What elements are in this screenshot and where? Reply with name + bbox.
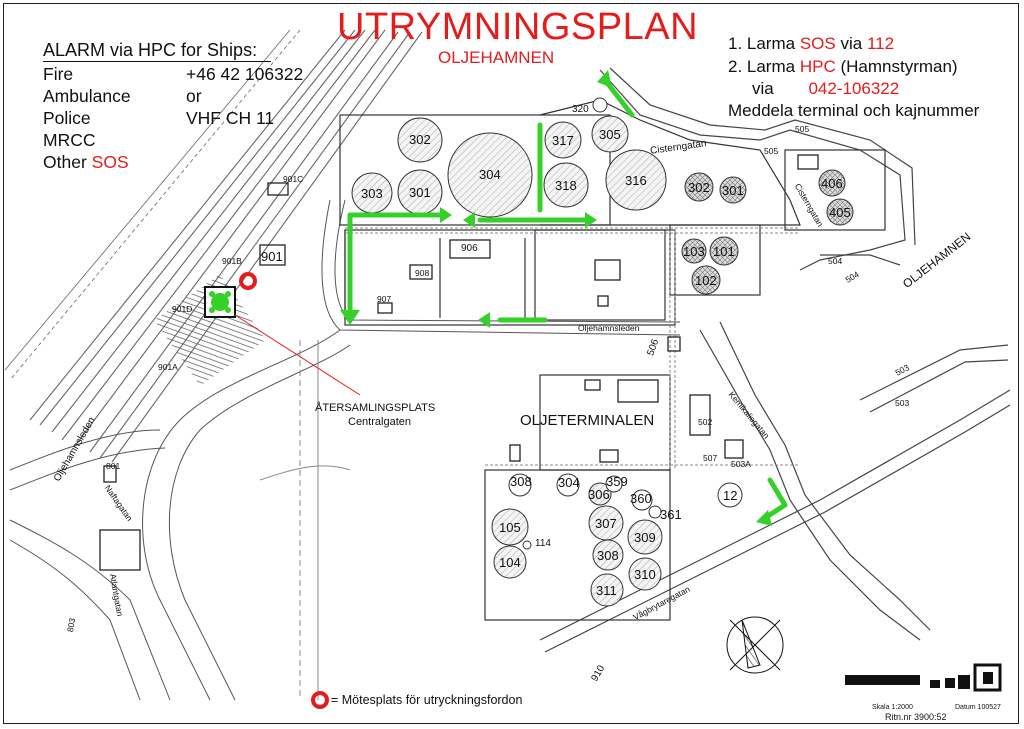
instruction-line-4: Meddela terminal och kajnummer	[728, 101, 980, 120]
alarm-label-police: Police	[43, 108, 91, 128]
tank-label: 309	[634, 530, 656, 545]
tank-label: 308	[597, 548, 619, 563]
tank-label: 318	[555, 178, 577, 193]
building-503a: 503A	[731, 459, 751, 469]
instr3-number: 042-106322	[808, 79, 900, 98]
instr1-via: via	[840, 34, 863, 53]
alarm-label-fire: Fire	[43, 64, 74, 84]
alarm-label-ambulance: Ambulance	[43, 86, 131, 106]
tank-label: 301	[722, 183, 744, 198]
tank-label: 101	[713, 244, 735, 259]
tanks	[351, 97, 854, 607]
escape-arrowheads	[340, 70, 772, 526]
building-901a: 901A	[158, 362, 178, 372]
north-arrow	[726, 616, 784, 674]
alarm-other-sos: SOS	[91, 152, 129, 172]
assembly-point-marker	[204, 286, 236, 318]
buildings	[99, 154, 819, 571]
tank-label: 302	[688, 180, 710, 195]
building-901: 901	[261, 249, 283, 264]
tank-label: 12	[723, 488, 738, 503]
building-901d: 901D	[172, 304, 193, 314]
assembly-pointer-line	[234, 314, 361, 396]
footer-date: Datum 100527	[955, 704, 1001, 711]
tank-label: 360	[630, 491, 652, 506]
tank-label: 320	[572, 104, 589, 115]
alarm-value-vhf: VHF CH 11	[186, 108, 275, 128]
instr1-number: 112	[866, 34, 895, 53]
instruction-line-3: via 042-106322	[752, 79, 899, 99]
building-504: 504	[828, 256, 843, 266]
tank-label: 305	[599, 127, 621, 142]
building-507: 507	[703, 453, 718, 463]
tank-label: 304	[479, 167, 501, 182]
instruction-line-2: 2. Larma HPC (Hamnstyrman)	[728, 57, 958, 77]
building-901c: 901C	[283, 174, 304, 184]
building-906: 906	[461, 243, 478, 254]
tank-label: 303	[361, 186, 383, 201]
instr2-prefix: 2. Larma	[728, 57, 796, 76]
page-title: UTRYMNINGSPLAN	[337, 6, 699, 48]
tank-label: 316	[625, 173, 647, 188]
instr1-sos: SOS	[799, 34, 836, 53]
pipe-racks	[345, 227, 800, 470]
building-505: 505	[795, 124, 810, 134]
area-901d-striped	[154, 274, 266, 386]
building-908: 908	[415, 268, 430, 278]
building-907: 907	[377, 294, 392, 304]
footer-scale: Skala 1:2000	[872, 704, 913, 711]
tank-label: 310	[634, 567, 656, 582]
building-505b: 505	[764, 146, 779, 156]
instr3-via: via	[752, 79, 774, 98]
instruction-line-1: 1. Larma SOS via 112	[728, 34, 894, 54]
alarm-underline	[43, 61, 271, 62]
building-801: 801	[106, 461, 121, 471]
tank-label: 306	[588, 487, 610, 502]
page-subtitle: OLJEHAMNEN	[438, 48, 555, 67]
tank-label: 301	[409, 185, 431, 200]
tank-label: 359	[606, 474, 628, 489]
tank-label: 307	[595, 516, 617, 531]
building-114: 114	[535, 538, 551, 549]
tank-label: 405	[829, 205, 851, 220]
alarm-value-or: or	[186, 86, 202, 106]
railway-tracks	[4, 29, 423, 463]
tank-label: 317	[552, 133, 574, 148]
legend-text: = Mötesplats för utryckningsfordon	[331, 693, 523, 707]
tank-label: 308	[510, 474, 532, 489]
assembly-point-street: Centralgaten	[348, 416, 411, 428]
assembly-point-title: ÅTERSAMLINGSPLATS	[315, 402, 436, 414]
building-502: 502	[698, 417, 713, 427]
area-label-oljeterminalen: OLJETERMINALEN	[520, 412, 655, 429]
tank-label: 304	[558, 475, 580, 490]
building-901b: 901B	[222, 256, 242, 266]
legend-ring	[311, 691, 329, 709]
tank-label: 311	[596, 583, 617, 598]
tank-label: 103	[683, 244, 705, 259]
tank-label: 406	[821, 176, 843, 191]
alarm-label-mrcc: MRCC	[43, 130, 96, 150]
tank-label: 104	[499, 555, 521, 570]
tank-label: 302	[409, 132, 431, 147]
alarm-label-other: Other SOS	[43, 152, 129, 173]
footer-drawing-number: Ritn.nr 3900:52	[885, 712, 947, 722]
instr2-suffix: (Hamnstyrman)	[840, 57, 958, 76]
alarm-other-prefix: Other	[43, 152, 87, 172]
tank-label: 102	[695, 273, 717, 288]
map-frame	[3, 3, 1019, 724]
instr1-prefix: 1. Larma	[728, 34, 796, 53]
alarm-value-phone: +46 42 106322	[186, 64, 304, 84]
street-oljehamnsleden: Oljehamnsleden	[578, 323, 640, 333]
tank-label: 105	[499, 520, 521, 535]
instr2-hpc: HPC	[799, 57, 836, 76]
building-503b: 503	[895, 398, 910, 408]
alarm-heading: ALARM via HPC for Ships:	[43, 40, 258, 60]
port-logo	[845, 663, 1002, 692]
meeting-point-ring	[239, 272, 257, 290]
tank-label: 361	[660, 507, 682, 522]
